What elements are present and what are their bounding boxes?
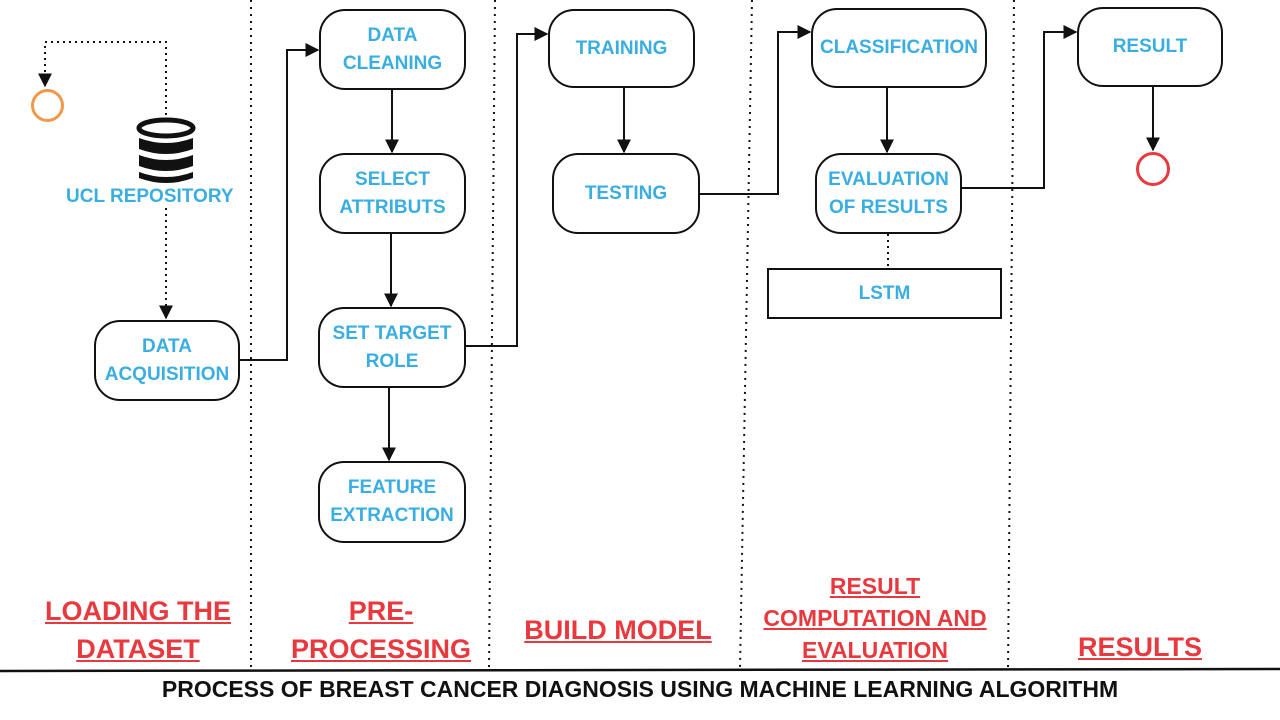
node-label: EVALUATION OF RESULTS [828, 168, 949, 218]
end-circle-icon [1136, 152, 1170, 186]
result-node[interactable]: RESULT [1077, 7, 1223, 87]
lane-title-build-model: BUILD MODEL [524, 615, 712, 645]
caption-divider [0, 667, 1280, 673]
lane-title-preprocessing: PRE- PROCESSING [290, 596, 472, 664]
connectors [38, 25, 1160, 462]
node-label: FEATURE EXTRACTION [330, 477, 454, 526]
node-label: DATA ACQUISITION [104, 335, 230, 385]
start-circle-icon [31, 89, 64, 122]
lstm-node[interactable]: LSTM [767, 268, 1002, 319]
set-target-role-node[interactable]: SET TARGET ROLE [318, 307, 466, 388]
classification-node[interactable]: CLASSIFICATION [811, 8, 987, 88]
testing-node[interactable]: TESTING [552, 153, 700, 234]
select-attributs-node[interactable]: SELECT ATTRIBUTS [319, 153, 466, 234]
ucl-repository-label: UCL REPOSITORY [66, 186, 234, 207]
database-icon [136, 117, 196, 183]
node-label: SELECT ATTRIBUTS [339, 168, 446, 218]
lane-title-results: RESULTS [1077, 632, 1202, 662]
feature-extraction-node[interactable]: FEATURE EXTRACTION [318, 461, 466, 543]
training-node[interactable]: TRAINING [548, 9, 695, 88]
node-label: TESTING [584, 182, 668, 204]
connector-target-training [465, 27, 549, 347]
lane-separator [488, 0, 496, 671]
lane-separator [1007, 0, 1015, 671]
lane-title-loading: LOADING THE DATASET [45, 596, 231, 664]
connector-evaluation-result [960, 25, 1078, 189]
node-label: TRAINING [575, 37, 668, 59]
connector-start-loop [38, 41, 167, 115]
node-label: DATA CLEANING [342, 24, 443, 74]
diagram-caption: PROCESS OF BREAST CANCER DIAGNOSIS USING… [161, 676, 1119, 702]
data-acquisition-node[interactable]: DATA ACQUISITION [94, 320, 240, 401]
evaluation-of-results-node[interactable]: EVALUATION OF RESULTS [815, 153, 962, 234]
lane-title-computation: RESULT COMPUTATION AND EVALUATION [763, 573, 987, 663]
connector-testing-classification [699, 25, 812, 195]
node-label: CLASSIFICATION [820, 37, 978, 58]
node-label: LSTM [858, 282, 911, 304]
connector-acquisition-cleaning [238, 43, 320, 361]
node-label: SET TARGET ROLE [332, 322, 452, 372]
node-label: RESULT [1112, 36, 1188, 57]
data-cleaning-node[interactable]: DATA CLEANING [319, 9, 466, 90]
